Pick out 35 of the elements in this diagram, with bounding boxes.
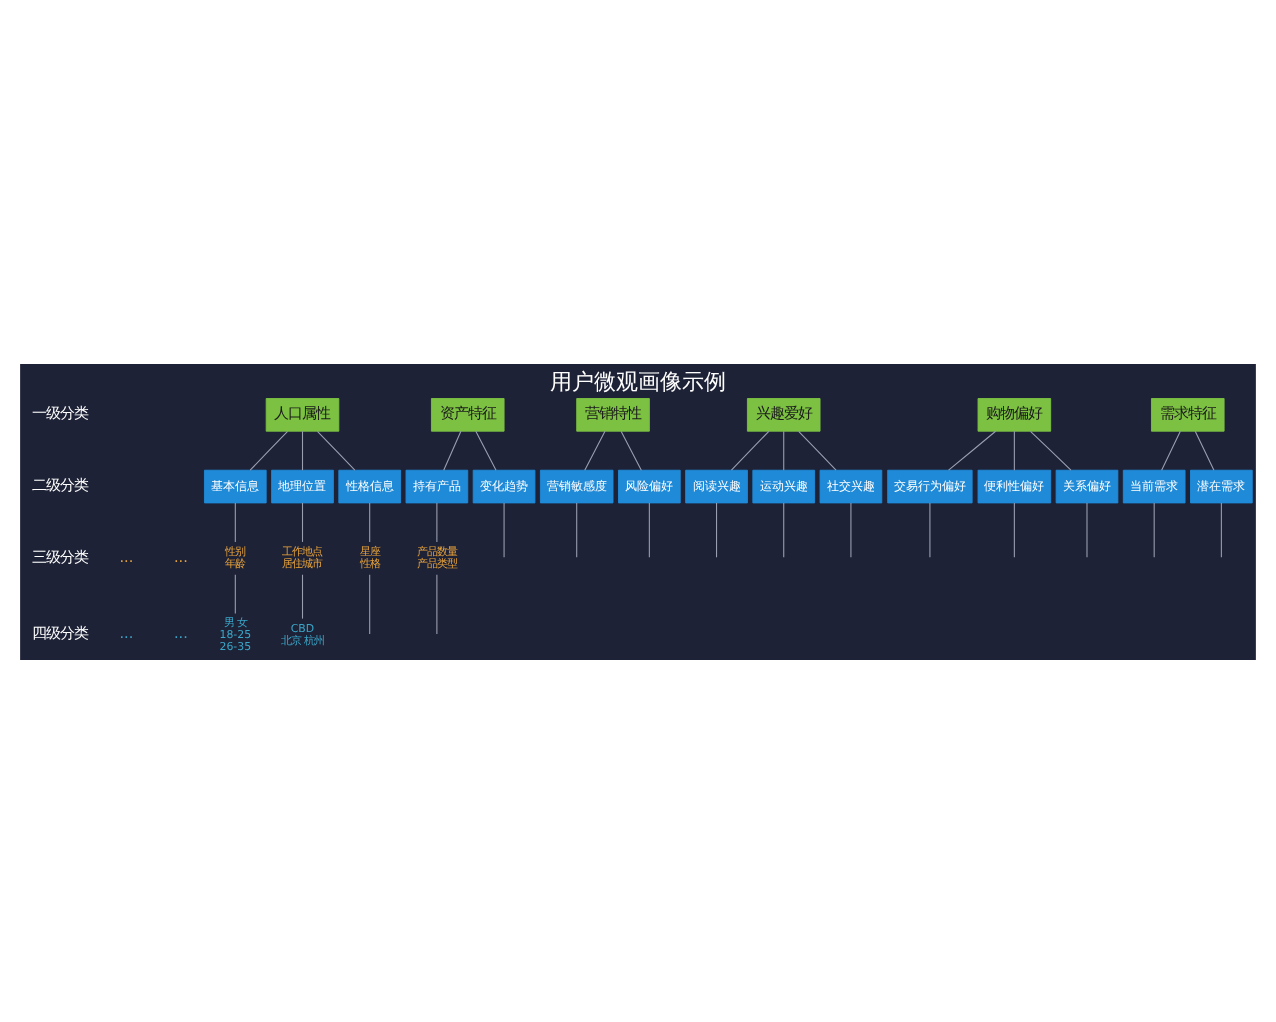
connector: [301, 573, 304, 619]
connector: [1153, 501, 1155, 557]
connector: [503, 501, 505, 557]
connector: [1220, 501, 1222, 557]
connector: [436, 501, 438, 542]
connector: [620, 429, 642, 470]
connector: [730, 429, 770, 470]
connector: [783, 429, 785, 470]
connector: [234, 501, 236, 542]
connector: [576, 501, 578, 557]
connector: [316, 429, 356, 470]
connector: [249, 429, 289, 470]
connector: [369, 501, 371, 542]
connector: [948, 429, 997, 470]
connector: [850, 501, 852, 557]
connector: [1086, 501, 1088, 557]
connector: [716, 501, 718, 557]
connector: [584, 429, 606, 470]
connector: [783, 501, 785, 557]
connector: [1161, 429, 1181, 470]
connector: [475, 429, 497, 470]
connector: [301, 429, 304, 470]
connector: [798, 429, 837, 470]
connector: [436, 573, 438, 634]
connector: [301, 501, 304, 542]
connector: [234, 573, 236, 614]
connector: [443, 429, 462, 470]
connector: [929, 501, 931, 557]
connector: [1194, 429, 1215, 470]
connector: [1013, 429, 1015, 470]
connector: [1013, 501, 1015, 557]
connector: [648, 501, 650, 557]
connector: [369, 573, 371, 634]
connector: [1029, 429, 1072, 470]
diagram-title: 用户微观画像示例: [550, 367, 726, 394]
